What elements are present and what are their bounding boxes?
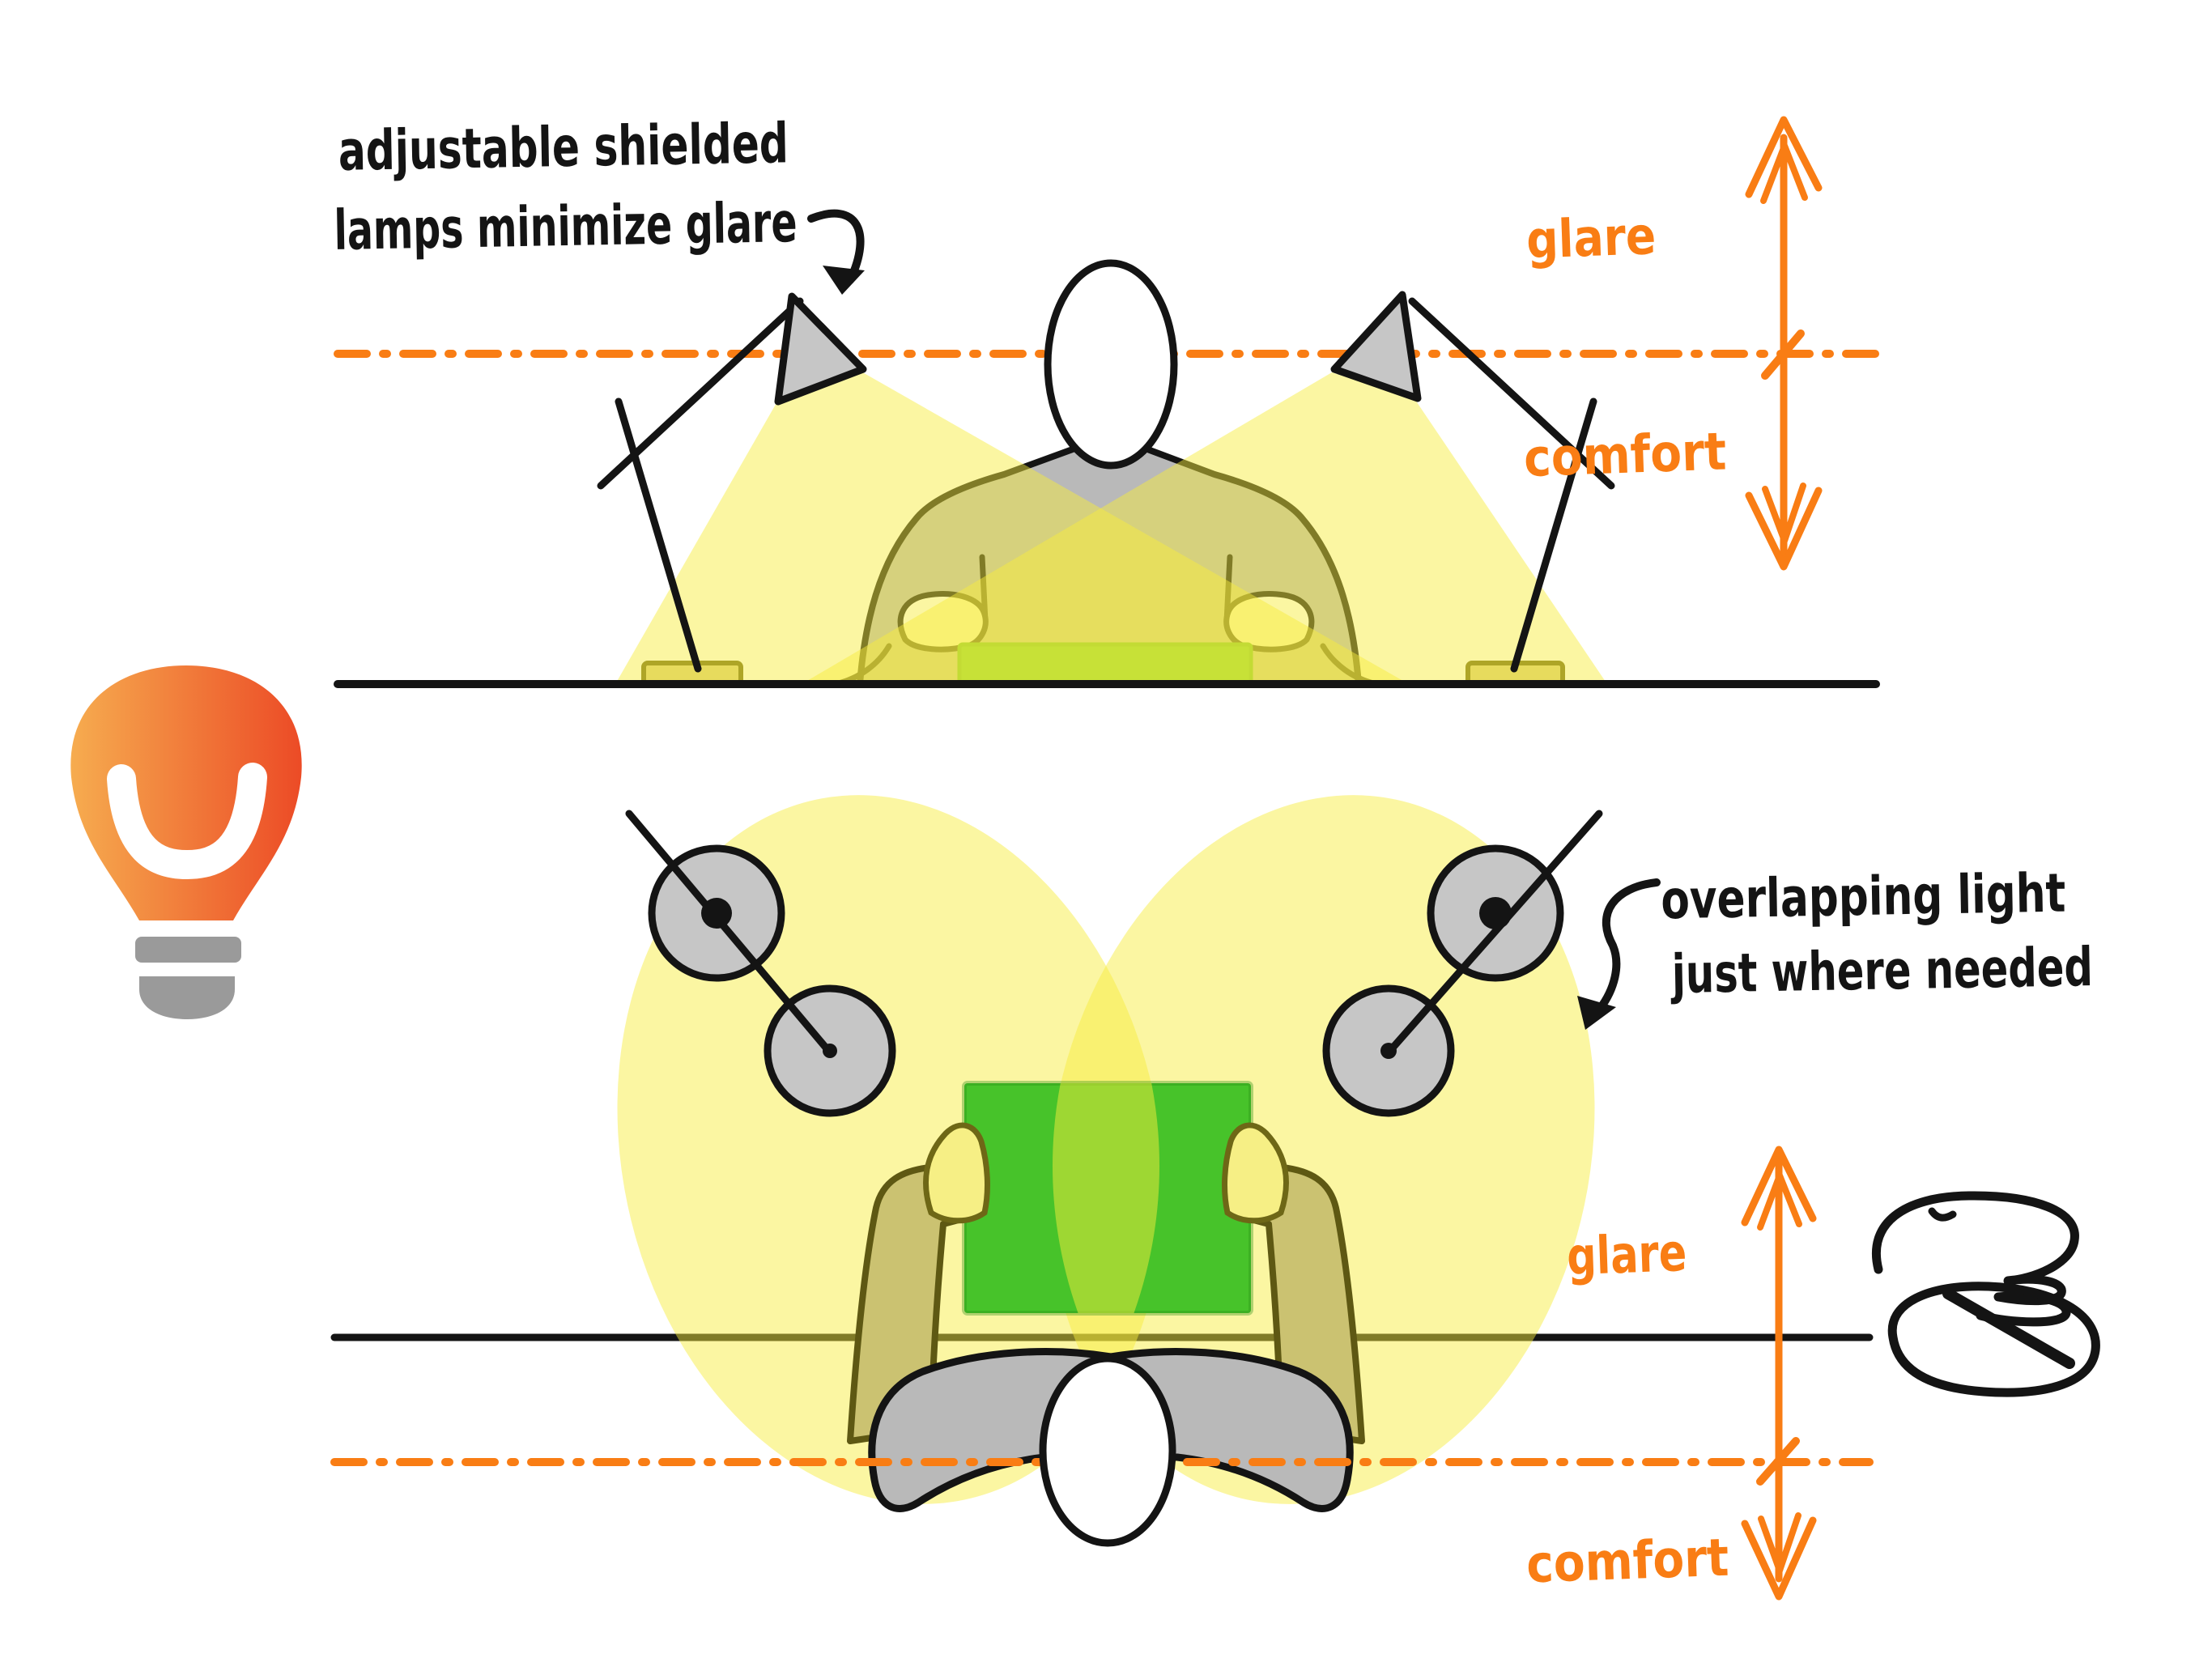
comfort-label-top: comfort	[1523, 422, 1727, 489]
lamp-pivot-left-small	[823, 1044, 837, 1058]
person-head-top-view	[1039, 1354, 1176, 1547]
glare-label-bottom: glare	[1566, 1223, 1687, 1287]
lamp-note-line2: lamps minimize glare	[334, 191, 798, 263]
overhead-lamp-icon	[1322, 810, 1603, 1117]
annotation-arrowhead-top	[823, 266, 865, 295]
annotation-arrowhead-bottom	[1577, 996, 1616, 1030]
lightbulb-icon	[70, 665, 302, 1019]
hand-left-top-view	[923, 1122, 990, 1224]
scribble-slash	[1942, 1288, 2075, 1369]
scribble-bottom	[1887, 1282, 2100, 1397]
lamp-annotation: adjustable shielded lamps minimize glare	[334, 112, 798, 263]
arrowhead-up-outer	[1745, 116, 1823, 198]
desk-lamp-icon	[597, 292, 867, 673]
side-view-scene: adjustable shielded lamps minimize glare…	[334, 112, 1882, 688]
glare-comfort-arrow-icon	[1745, 116, 1823, 571]
light-cone-left	[615, 371, 1409, 684]
arrowhead-up-inner	[1757, 1172, 1802, 1231]
measure-tick-top	[1761, 329, 1805, 380]
hand-right-side	[1223, 591, 1315, 653]
arm-right-top-view	[1229, 1159, 1365, 1444]
lamp-note-line1: adjustable shielded	[338, 112, 789, 184]
overhead-lamp-icon	[625, 810, 896, 1117]
arrowhead-down-inner	[1762, 483, 1806, 544]
glare-comfort-arrow-icon	[1741, 1146, 1817, 1601]
lamp-rod-right	[1385, 810, 1603, 1056]
top-view-scene: overlapping light just where needed glar…	[330, 795, 2100, 1601]
lamp-pivot-left-big	[701, 898, 732, 929]
scribble-doodle-icon	[1871, 1191, 2100, 1397]
bulb-base-bottom	[139, 976, 235, 1019]
arrowhead-down-outer	[1741, 1516, 1817, 1601]
light-pool-left	[617, 795, 1164, 1504]
annotation-arrow-curve-top	[807, 209, 865, 284]
person-head-side	[1044, 259, 1178, 470]
lamp-rod-left	[625, 810, 834, 1056]
hand-right-top-view	[1222, 1122, 1289, 1224]
hand-left-side	[897, 591, 989, 653]
bulb-glass	[70, 665, 302, 920]
lamp-arm-left-lower	[615, 397, 702, 673]
arrowhead-up-inner	[1760, 142, 1808, 204]
desk-lamp-icon	[1330, 291, 1615, 673]
lamp-head-left	[774, 292, 867, 406]
arrowhead-up-outer	[1741, 1146, 1817, 1226]
arrowhead-down-outer	[1745, 487, 1823, 571]
arm-left-top-view	[847, 1159, 983, 1444]
glare-label-top: glare	[1525, 206, 1657, 271]
bulb-smile	[107, 763, 267, 880]
annotation-arrow-curve-bottom	[1596, 878, 1661, 1013]
arrowhead-down-inner	[1758, 1512, 1802, 1574]
lamp-head-right	[1330, 291, 1422, 402]
comfort-label-bottom: comfort	[1525, 1528, 1729, 1596]
lamp-arm-right-lower	[1510, 397, 1597, 673]
lamp-pivot-right-small	[1380, 1043, 1397, 1059]
light-overlap-lens	[1053, 1083, 1159, 1313]
light-cone-right	[802, 372, 1607, 684]
scribble-tick	[1928, 1207, 1957, 1222]
overlap-note-line2: just where needed	[1670, 936, 2094, 1005]
measure-tick-bottom	[1756, 1437, 1800, 1486]
overlap-note-line1: overlapping light	[1661, 862, 2066, 932]
overlap-annotation: overlapping light just where needed	[1661, 862, 2094, 1006]
bulb-base-stripe	[135, 937, 241, 963]
lamp-pivot-right-big	[1479, 897, 1512, 929]
